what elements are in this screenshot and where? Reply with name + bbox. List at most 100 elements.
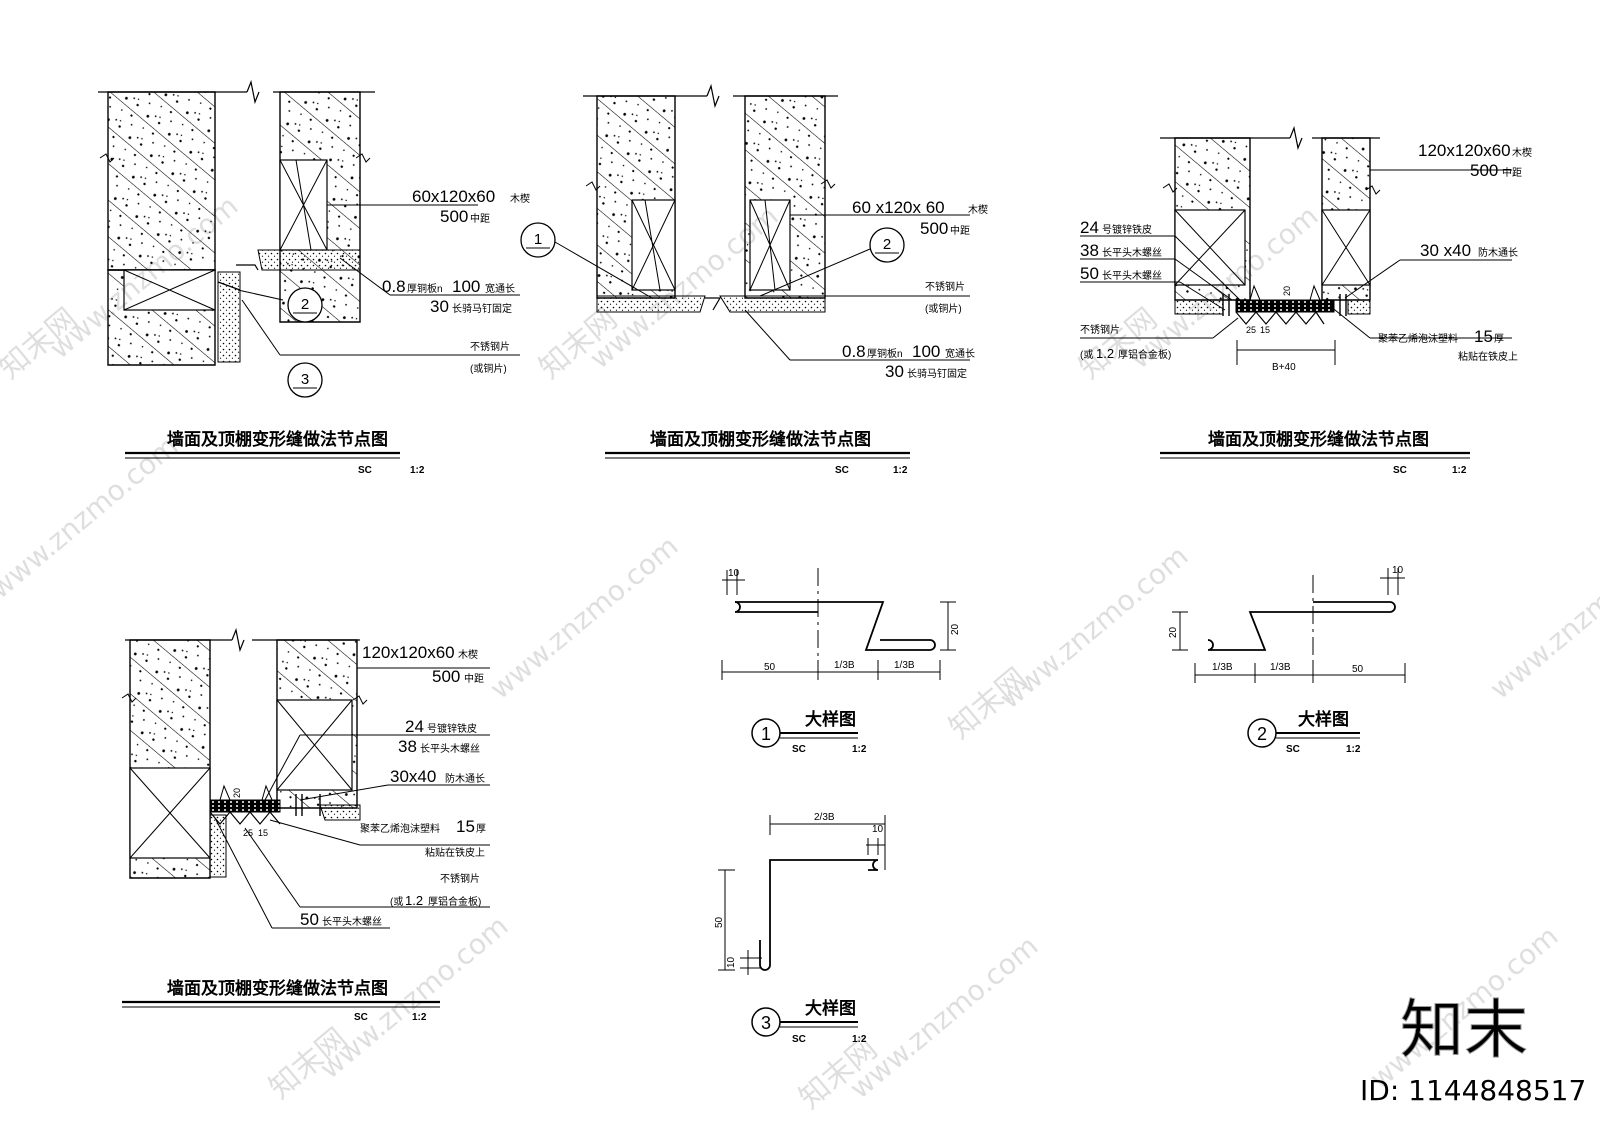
detail-2-label-copper: 厚铜板n <box>867 347 903 360</box>
watermark-text-9: www.znzmo.com <box>843 929 1044 1105</box>
detail-3-label-sheet-desc: 号镀锌铁皮 <box>1102 223 1152 236</box>
detail-2-label-steel-alt: (或铜片) <box>925 302 962 315</box>
detail-3-label-foam: 聚苯乙烯泡沫塑料 <box>1378 332 1458 345</box>
detail-3-label-alt-b: 1.2 <box>1096 346 1114 361</box>
sample-1-dim-b1: 1/3B <box>834 660 855 671</box>
detail-3-label-batten: 30 x40 <box>1420 241 1471 260</box>
detail-2-label-wedge: 60 x120x 60 <box>852 198 945 217</box>
detail-1-label-nail-desc: 长骑马钉固定 <box>452 302 512 315</box>
detail-3-dim-25: 25 <box>1246 325 1256 335</box>
sample-3-dim-50: 50 <box>714 916 725 928</box>
sample-3-number: 3 <box>761 1013 771 1033</box>
detail-4-label-sheet: 24 <box>405 717 424 736</box>
detail-2: 1 2 60 x120x 60 木楔 500 中距 不锈钢片 (或铜片) 0.8… <box>520 83 988 476</box>
detail-1-label-spacing: 500 <box>440 207 468 226</box>
sample-3-title: 大样图 <box>805 998 856 1018</box>
detail-4-scale: 1:2 <box>412 1012 427 1023</box>
detail-2-label-nail: 30 <box>885 362 904 381</box>
detail-4-label-steel: 不锈钢片 <box>440 872 480 885</box>
sample-2-title: 大样图 <box>1298 709 1349 729</box>
detail-3-label-batten-desc: 防木通长 <box>1478 246 1518 259</box>
detail-1-label-steel: 不锈钢片 <box>470 340 510 353</box>
watermark-id: ID: 1144848517 <box>1360 1074 1586 1107</box>
detail-4-dim-20: 20 <box>232 788 242 798</box>
detail-3-label-foam-thk: 15 <box>1474 327 1493 346</box>
detail-3-label-steel: 不锈钢片 <box>1080 323 1120 336</box>
detail-3-label-foam-unit: 厚 <box>1494 333 1504 345</box>
detail-2-label-copper-thk: 0.8 <box>842 342 866 361</box>
detail-3-label-wedge: 120x120x60 <box>1418 141 1511 160</box>
sample-2-sc: SC <box>1286 744 1300 755</box>
detail-4-label-sheet-desc: 号镀锌铁皮 <box>427 722 477 735</box>
sample-3-sc: SC <box>792 1034 806 1045</box>
detail-4-sc: SC <box>354 1012 368 1023</box>
detail-3-label-glue: 粘贴在铁皮上 <box>1458 350 1518 363</box>
detail-1-label-copper-width: 100 <box>452 277 480 296</box>
detail-4-label-spacing: 500 <box>432 667 460 686</box>
detail-4-label-screw38-desc: 长平头木螺丝 <box>420 743 480 755</box>
detail-3-label-screw50: 50 <box>1080 264 1099 283</box>
detail-2-title: 墙面及顶棚变形缝做法节点图 <box>650 429 871 449</box>
detail-3-label-spacing-unit: 中距 <box>1502 166 1522 179</box>
detail-2-label-spacing: 500 <box>920 219 948 238</box>
detail-1-label-nail: 30 <box>430 297 449 316</box>
detail-4-title: 墙面及顶棚变形缝做法节点图 <box>167 978 388 998</box>
detail-2-label-wedge-unit: 木楔 <box>968 204 988 216</box>
detail-4: 20 25 15 120x120x60 木楔 500 中距 24 号镀锌铁皮 3… <box>121 627 490 1023</box>
detail-2-label-spacing-unit: 中距 <box>950 224 970 237</box>
detail-4-label-batten-desc: 防木通长 <box>445 772 485 785</box>
detail-1-label-copper-len: 宽通长 <box>485 282 515 295</box>
detail-3-scale: 1:2 <box>1452 465 1467 476</box>
detail-4-label-alt-a: (或 <box>390 896 403 908</box>
detail-1-label-wedge-unit: 木楔 <box>510 193 530 205</box>
detail-3: B+40 20 25 15 120x120x60 木楔 500 中距 24 号镀… <box>1080 125 1532 476</box>
detail-1-sc: SC <box>358 465 372 476</box>
watermark-text-4: www.znzmo.com <box>0 429 184 605</box>
detail-1-title: 墙面及顶棚变形缝做法节点图 <box>167 429 388 449</box>
sample-3: 2/3B 10 50 10 3 大样图 SC 1:2 <box>714 812 886 1045</box>
detail-3-label-alt-a: (或 <box>1080 349 1093 361</box>
detail-2-label-copper-len: 宽通长 <box>945 347 975 360</box>
watermark-text-7: www.znzmo.com <box>1483 529 1600 705</box>
sample-1-dim-50: 50 <box>764 662 776 673</box>
detail-3-dim-b40: B+40 <box>1272 362 1296 373</box>
detail-1-label-spacing-unit: 中距 <box>470 212 490 225</box>
sample-2-scale: 1:2 <box>1346 744 1361 755</box>
sample-1-title: 大样图 <box>805 709 856 729</box>
detail-4-label-alt-c: 厚铝合金板) <box>428 895 481 908</box>
detail-3-label-screw38-desc: 长平头木螺丝 <box>1102 247 1162 259</box>
sample-1-dim-b2: 1/3B <box>894 660 915 671</box>
detail-2-circle-2: 2 <box>883 236 891 253</box>
detail-4-label-alt-b: 1.2 <box>405 893 423 908</box>
detail-1-label-copper-thk: 0.8 <box>382 277 406 296</box>
sample-3-scale: 1:2 <box>852 1034 867 1045</box>
detail-4-label-wedge: 120x120x60 <box>362 643 455 662</box>
sample-1-scale: 1:2 <box>852 744 867 755</box>
sample-3-dim-10b: 10 <box>726 956 737 968</box>
sample-1-dim-10: 10 <box>728 568 740 579</box>
sample-1-sc: SC <box>792 744 806 755</box>
detail-2-circle-1: 1 <box>534 231 542 248</box>
detail-3-label-alt-c: 厚铝合金板) <box>1118 348 1171 361</box>
sample-2-number: 2 <box>1257 724 1267 744</box>
detail-4-dim-15: 15 <box>258 828 268 838</box>
detail-1-circle-3: 3 <box>301 371 309 388</box>
detail-1-circle-2: 2 <box>301 296 309 313</box>
detail-4-label-glue: 粘贴在铁皮上 <box>425 846 485 859</box>
detail-2-label-steel: 不锈钢片 <box>925 280 965 293</box>
detail-3-label-spacing: 500 <box>1470 161 1498 180</box>
detail-1-label-copper: 厚铜板n <box>407 282 443 295</box>
sample-3-dim-23b: 2/3B <box>814 812 835 823</box>
detail-3-label-sheet: 24 <box>1080 218 1099 237</box>
detail-3-label-wedge-unit: 木楔 <box>1512 147 1532 159</box>
detail-4-label-screw50-desc: 长平头木螺丝 <box>322 916 382 928</box>
sample-3-dim-10a: 10 <box>872 824 884 835</box>
detail-3-title: 墙面及顶棚变形缝做法节点图 <box>1208 429 1429 449</box>
detail-4-dim-25: 25 <box>243 828 253 838</box>
detail-4-label-spacing-unit: 中距 <box>464 672 484 685</box>
detail-2-scale: 1:2 <box>893 465 908 476</box>
watermark-logo: 知末 <box>1400 994 1528 1068</box>
detail-2-sc: SC <box>835 465 849 476</box>
detail-1-scale: 1:2 <box>410 465 425 476</box>
